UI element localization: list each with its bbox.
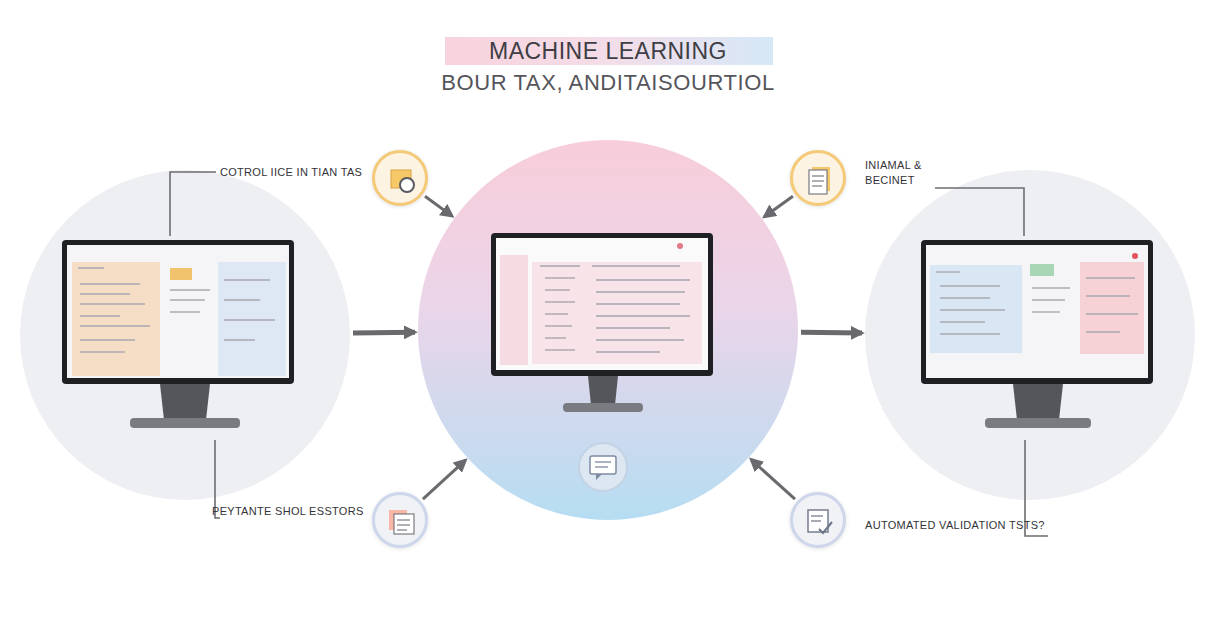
flow-arrow <box>425 196 452 216</box>
flow-arrow <box>764 196 793 217</box>
callout-node: INIAMAL & BECINET <box>790 150 960 206</box>
callout-icon <box>372 150 428 206</box>
callout-icon <box>372 492 428 548</box>
process-circle <box>418 140 798 520</box>
callout-label: PEYTANTE SHOL ESSTORS <box>212 504 364 519</box>
icon-glyph <box>793 153 843 203</box>
process-circle <box>20 170 350 500</box>
callout-icon <box>790 492 846 548</box>
flow-arrow <box>751 460 795 500</box>
icon-glyph <box>375 495 425 545</box>
callout-label: COTROL IICE IN TIAN TAS <box>220 165 362 180</box>
icon-glyph <box>375 153 425 203</box>
callout-node: AUTOMATED VALIDATION TSTS? <box>790 492 1060 548</box>
flow-arrow <box>353 330 415 336</box>
process-circle <box>865 170 1195 500</box>
callout-node: COTROL IICE IN TIAN TAS <box>220 150 435 206</box>
diagram-title: MACHINE LEARNING <box>0 38 1216 65</box>
subtitle-label: BOUR TAX, ANDITAISOURTIOL <box>0 70 1216 96</box>
flow-arrow <box>801 330 862 336</box>
callout-icon <box>790 150 846 206</box>
callout-node: PEYTANTE SHOL ESSTORS <box>212 492 430 548</box>
callout-label: AUTOMATED VALIDATION TSTS? <box>865 518 1045 533</box>
callout-label: INIAMAL & BECINET <box>865 158 937 188</box>
icon-glyph <box>793 495 843 545</box>
flow-arrow <box>423 460 466 499</box>
